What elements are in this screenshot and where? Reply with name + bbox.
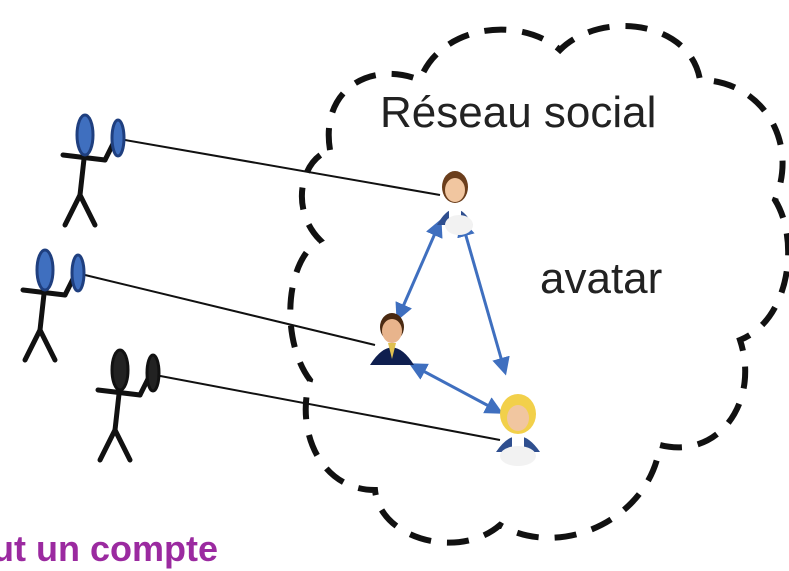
avatar-label: avatar [540,254,663,303]
stick-figure-binoculars-icon [20,248,86,363]
link-user3-avatar3 [154,374,501,441]
woman-avatar-icon [437,171,473,235]
link-user1-avatar1 [124,139,441,196]
network-cloud-outline [287,23,789,546]
man-avatar-icon [370,313,414,365]
link-user2-avatar2 [84,274,376,346]
arrow-avatar1-avatar3 [457,218,510,376]
arrow-avatar2-avatar3 [408,363,504,414]
network-cloud-label: Réseau social [380,88,657,137]
stick-figure-binoculars-icon [60,113,126,228]
stick-figure-binoculars-icon [95,348,161,463]
arrow-avatar1-avatar2 [395,218,443,322]
caption-text: ut un compte [0,528,218,569]
blonde-woman-avatar-icon [496,394,540,466]
